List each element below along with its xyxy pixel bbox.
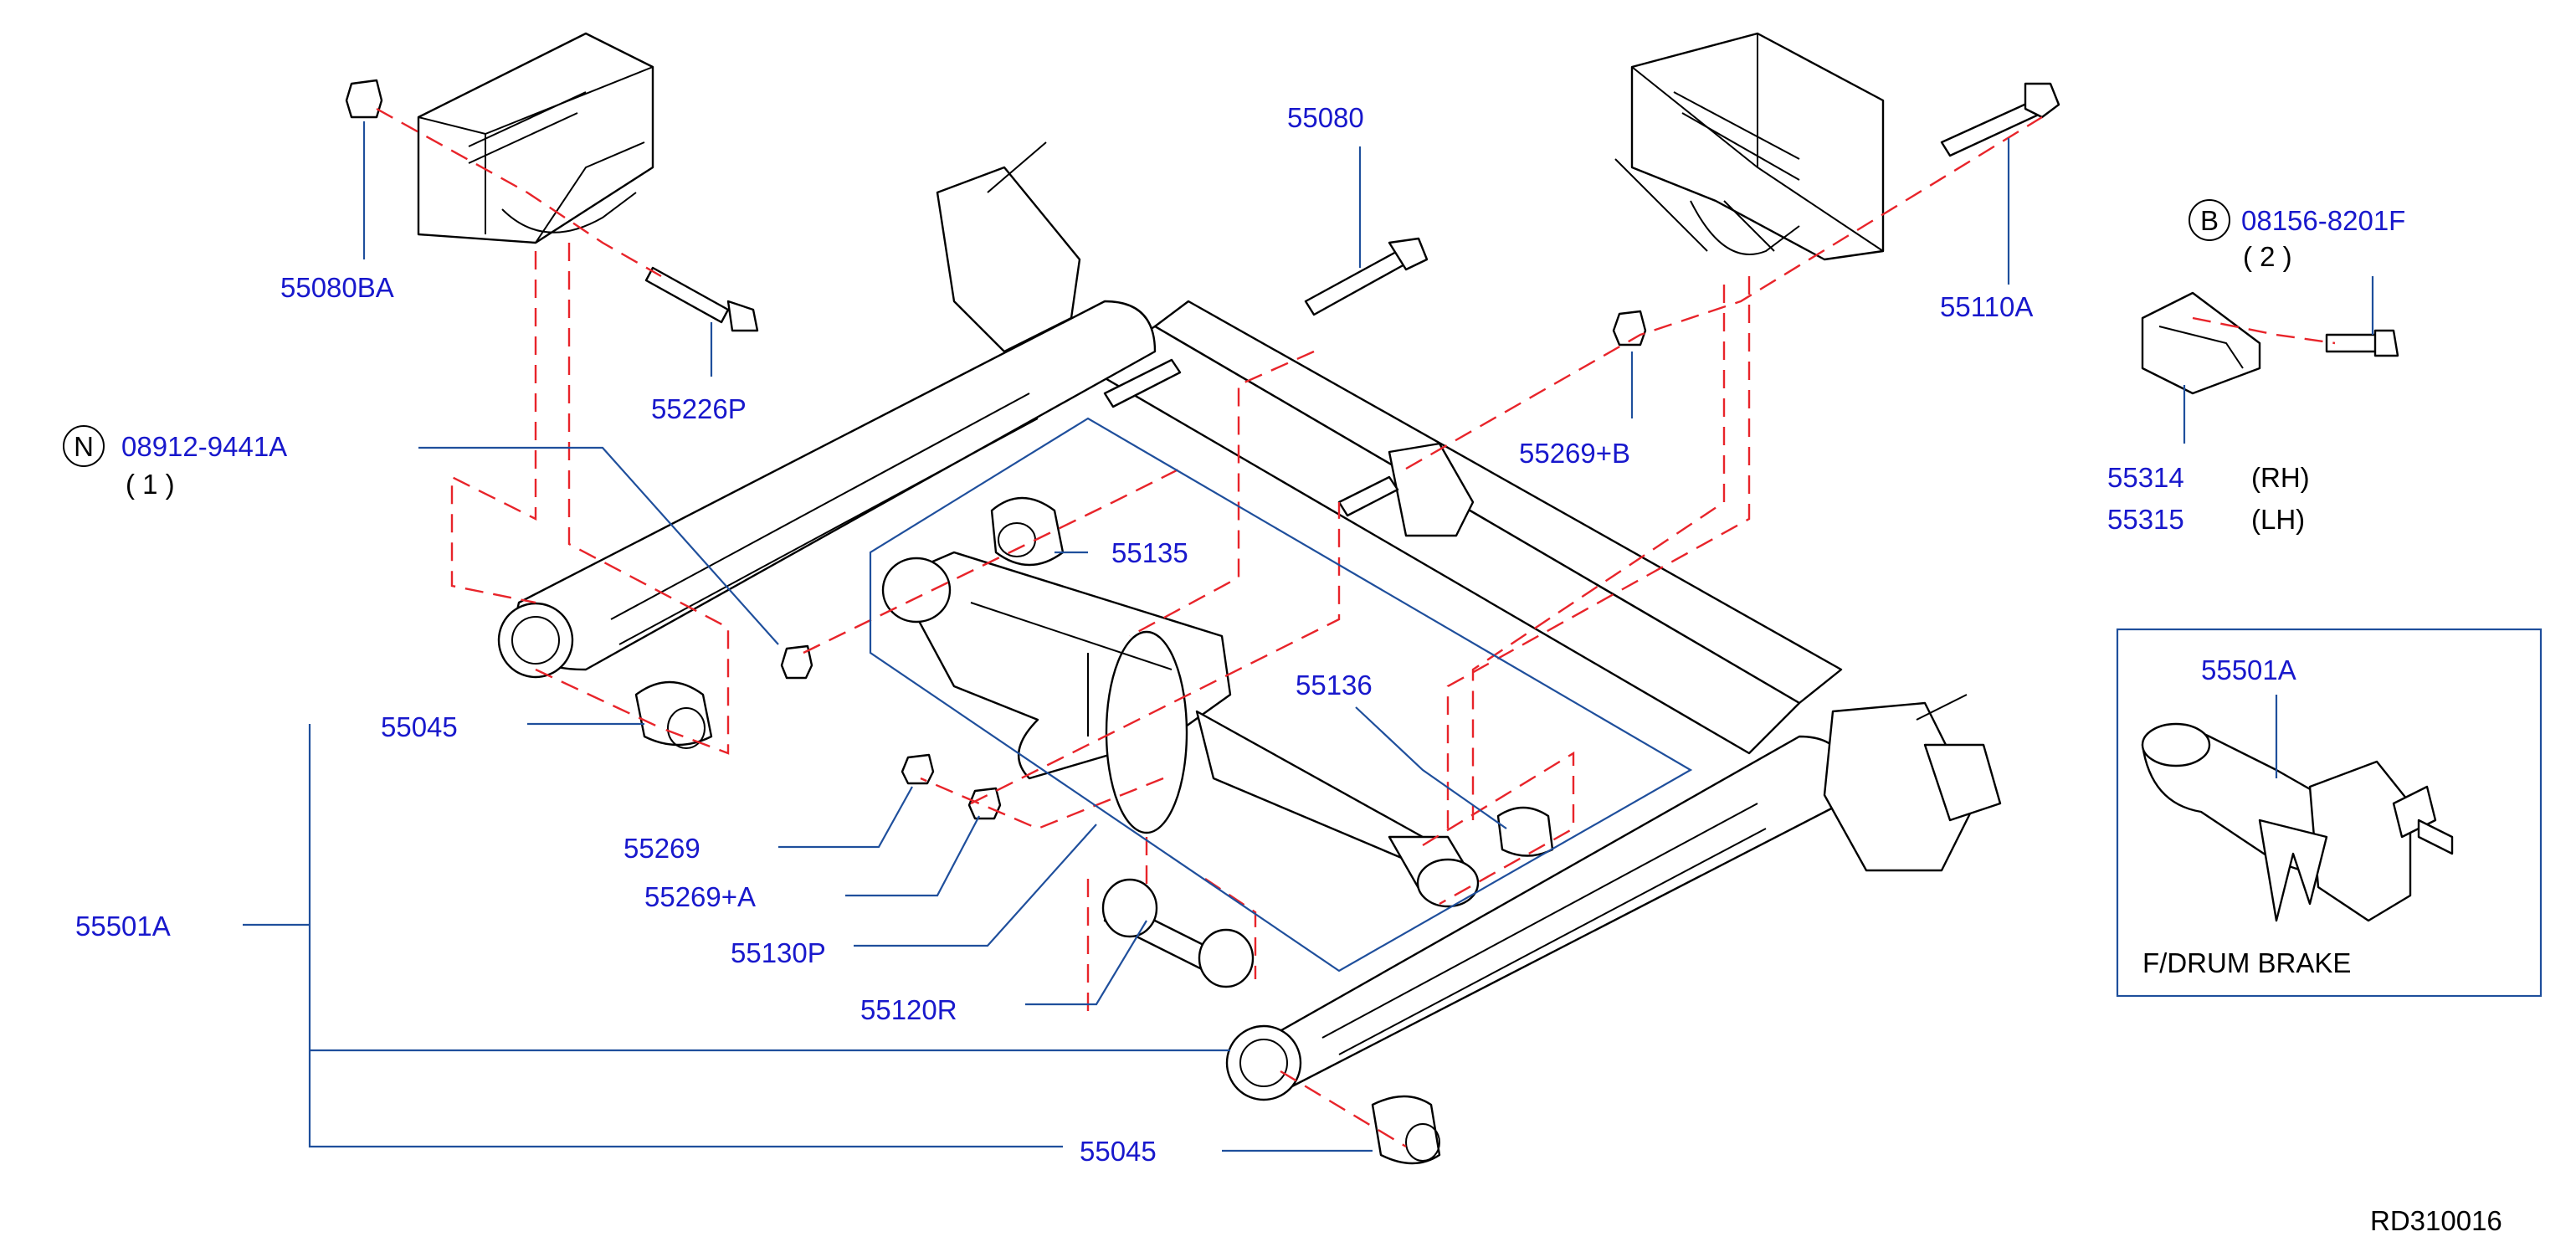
label-55269A: 55269+A [644, 881, 756, 912]
label-55226P: 55226P [651, 393, 747, 424]
lateral-link [1101, 878, 1255, 988]
circle-b-letter: B [2200, 205, 2219, 236]
assembly-lines [376, 107, 2336, 1148]
label-55315-side: (LH) [2251, 504, 2305, 535]
label-55080BA: 55080BA [280, 272, 394, 303]
bracket-55314 [2141, 291, 2261, 395]
label-55045-top: 55045 [381, 711, 458, 742]
subassembly-outline [869, 417, 1693, 973]
right-frame-rail [1614, 32, 1885, 261]
label-55130P: 55130P [731, 937, 826, 968]
label-08156-qty: ( 2 ) [2243, 241, 2292, 272]
label-08912-qty: ( 1 ) [126, 469, 175, 500]
label-55314-side: (RH) [2251, 462, 2310, 493]
inset-drum-brake [2116, 628, 2543, 998]
label-55120R: 55120R [860, 994, 957, 1025]
center-member [881, 551, 1480, 908]
label-55080: 55080 [1287, 102, 1364, 133]
label-55135: 55135 [1111, 537, 1188, 568]
inset-border [2116, 628, 2543, 998]
label-55501A-inset: 55501A [2201, 654, 2296, 685]
leader-lines [243, 121, 2374, 1152]
label-55315: 55315 [2107, 504, 2184, 535]
rear-axle-beam [515, 141, 2002, 1091]
label-55501A-left: 55501A [75, 911, 171, 942]
circle-n [63, 425, 105, 467]
label-55110A: 55110A [1940, 291, 2033, 322]
inset-caption: F/DRUM BRAKE [2142, 947, 2351, 978]
label-08156-8201F: 08156-8201F [2241, 205, 2405, 236]
label-55136: 55136 [1296, 670, 1373, 701]
circle-b [2189, 199, 2230, 241]
label-55269B: 55269+B [1519, 438, 1630, 469]
label-08912-9441A: 08912-9441A [121, 431, 287, 462]
circle-n-letter: N [74, 431, 94, 462]
label-55269: 55269 [623, 833, 700, 864]
label-55314: 55314 [2107, 462, 2184, 493]
diagram-code: RD310016 [2370, 1205, 2502, 1236]
bushings [497, 496, 1554, 1165]
left-frame-rail [417, 32, 654, 244]
label-55045-bottom: 55045 [1080, 1136, 1157, 1167]
fasteners [345, 79, 2399, 820]
